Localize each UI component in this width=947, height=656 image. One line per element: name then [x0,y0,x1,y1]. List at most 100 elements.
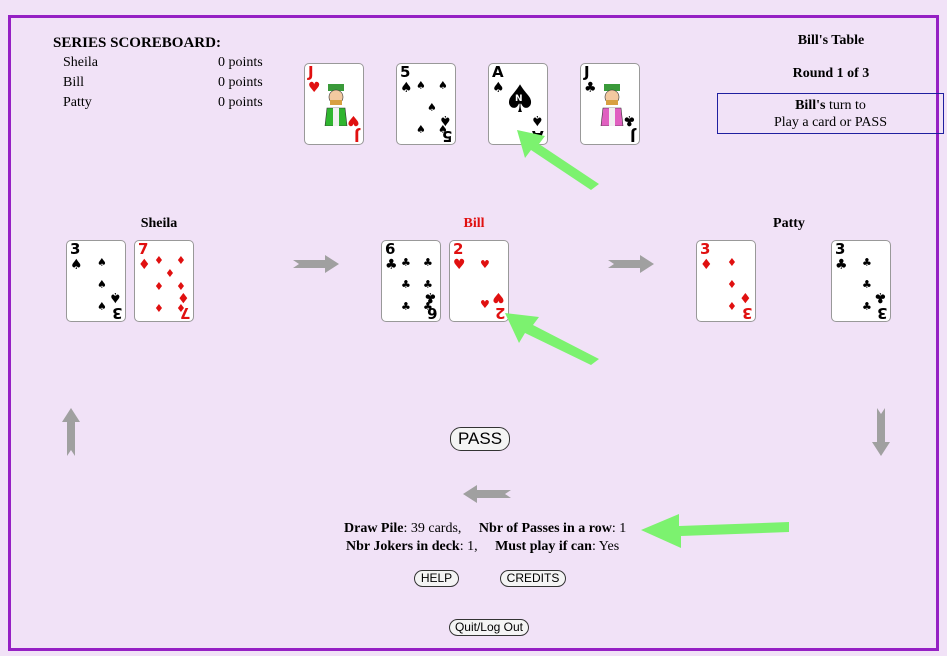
scoreboard-name: Bill [63,75,85,90]
player-name-bill: Bill [463,216,485,231]
card-pips: ♠ ♠ ♠ [83,251,111,313]
right-arrow-icon [608,255,654,273]
right-arrow-icon [293,255,339,273]
card-suit-icon: ♥ [453,257,466,273]
card-pip-icon: ♣ [862,300,872,313]
card-pips: ♣♣♣ [848,251,876,313]
scoreboard-row-bill: Bill 0 points [63,75,273,91]
card-pip-icon: ♠ [97,256,107,269]
scoreboard-name: Patty [63,95,92,110]
card-patty-1: 3♣3♣♣♣♣ [831,240,891,322]
card-sheila-0: 3♠3♠♠♠♠ [66,240,126,322]
card-pip-icon: ♠ [97,300,107,313]
card-patty-0: 3♦3♦♦♦♦ [696,240,756,322]
card-suit-icon: ♦ [739,289,752,305]
card-pip-icon: ♣ [423,278,433,291]
draw-pile-label: Draw Pile [344,521,404,536]
table-title: Bill's Table [797,33,865,48]
card-pip-icon: ♥ [480,258,490,271]
card-hand-3[interactable]: J♣J♣ [580,63,640,145]
card-pip-icon: ♣ [401,278,411,291]
help-button[interactable]: HELP [414,570,459,587]
jack-face-icon [324,84,348,126]
card-hand-0[interactable]: J♥J♥ [304,63,364,145]
credits-button[interactable]: CREDITS [500,570,566,587]
card-suit-icon: ♠ [109,289,122,305]
card-pips: ♣♣♣♣♣♣ [398,251,433,313]
card-rank: 3 [876,304,887,322]
turn-player-name: Bill's [795,98,826,113]
card-pip-icon: ♠ [416,123,426,136]
card-pip-icon: ♦ [154,302,164,315]
highlight-arrow-icon [517,130,599,190]
turn-action: Play a card or PASS [773,115,888,130]
card-pip-icon: ♦ [154,280,164,293]
scoreboard-points: 0 points [218,55,263,70]
card-pip-icon: ♦ [154,254,164,267]
card-pip-icon: ♣ [423,256,433,269]
card-suit-icon: ♥ [492,289,505,305]
passes-label: Nbr of Passes in a row [478,521,612,536]
scoreboard-name: Sheila [63,55,98,70]
card-pip-icon: ♦ [165,267,175,280]
player-name-sheila: Sheila [140,216,178,231]
card-rank: 3 [741,304,752,322]
card-rank: A [492,63,504,81]
card-bill-1: 2♥2♥♥♥ [449,240,509,322]
card-suit-icon: ♠ [70,257,83,273]
card-suit-icon: ♣ [835,257,848,273]
card-suit-icon: ♦ [138,257,151,273]
round-indicator: Round 1 of 3 [792,66,870,81]
card-rank: 2 [453,240,464,258]
card-pip-icon: ♦ [176,302,186,315]
card-rank: 7 [138,240,149,258]
card-rank: J [354,127,360,145]
pass-button[interactable]: PASS [450,427,510,451]
card-pip-icon: ♣ [862,256,872,269]
game-frame: SERIES SCOREBOARD: Sheila 0 points Bill … [8,15,944,651]
card-pip-icon: ♣ [401,256,411,269]
passes-value: : 1 [611,521,627,536]
card-rank: 3 [835,240,846,258]
card-suit-icon: ♥ [347,112,360,128]
quit-button[interactable]: Quit/Log Out [449,619,529,636]
jokers-value: : 1, [459,539,478,554]
card-rank: J [630,127,636,145]
card-rank: 3 [70,240,81,258]
must-play-value: : Yes [591,539,620,554]
card-pips: ♦♦♦♦♦♦♦ [151,251,186,315]
card-pip-icon: ♦ [176,254,186,267]
card-hand-1[interactable]: 5♠5♠♠♠♠♠♠ [396,63,456,145]
card-pip-icon: ♣ [423,300,433,313]
card-pip-icon: ♠ [97,278,107,291]
card-rank: 3 [700,240,711,258]
stats-line-2: Nbr Jokers in deck: 1, Must play if can:… [346,539,619,555]
card-rank: 3 [111,304,122,322]
card-suit-icon: ♠ [400,80,413,96]
highlight-arrow-icon [505,313,599,365]
turn-indicator-box: Bill's turn to Play a card or PASS [717,93,944,134]
card-suit-icon: ♣ [623,112,636,128]
draw-pile-value: : 39 cards, [403,521,462,536]
card-pip-icon: ♠ [438,123,448,136]
scoreboard-row-sheila: Sheila 0 points [63,55,273,71]
card-rank: J [308,63,314,81]
turn-text: turn to [825,98,866,113]
left-arrow-icon [463,485,511,503]
scoreboard-points: 0 points [218,95,263,110]
card-suit-icon: ♣ [385,257,398,273]
card-rank: 6 [385,240,396,258]
scoreboard-row-patty: Patty 0 points [63,95,273,111]
must-play-label: Must play if can [495,539,592,554]
card-sheila-1: 7♦7♦♦♦♦♦♦♦♦ [134,240,194,322]
card-pip-icon: ♦ [727,300,737,313]
card-pips: ♥♥ [466,251,494,313]
card-rank: 5 [400,63,411,81]
scoreboard-title: SERIES SCOREBOARD: [53,35,221,51]
ace-spade-letter: N [515,94,523,104]
jack-face-icon [600,84,624,126]
card-pip-icon: ♠ [416,79,426,92]
card-suit-icon: ♣ [874,289,887,305]
card-pip-icon: ♠ [427,101,437,114]
ace-spade-icon: ♠ [503,77,538,121]
